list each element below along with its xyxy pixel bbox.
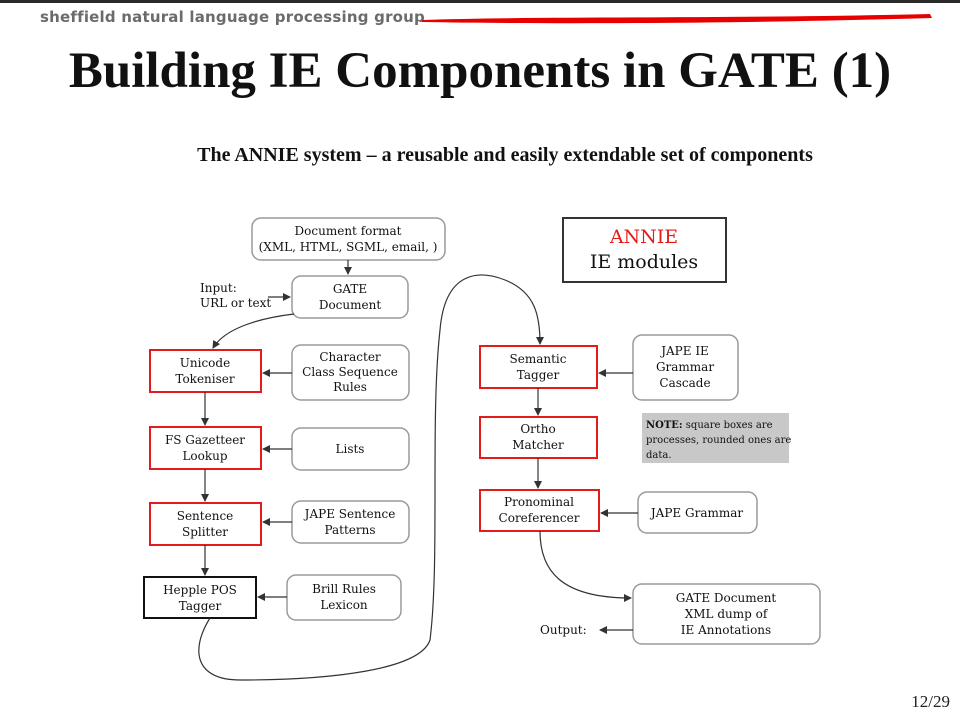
jape-ie-line1: JAPE IE [659,344,709,358]
splitter-line1: Sentence [177,509,234,523]
coreferencer-line1: Pronominal [504,495,574,509]
document-format-resource: Document format (XML, HTML, SGML, email,… [251,217,446,261]
brill-line2: Lexicon [320,598,368,612]
doc-format-label: Document format [295,224,402,238]
jape-grammar-resource: JAPE Grammar [637,491,758,534]
gazetteer-line1: FS Gazetteer [165,433,245,447]
jape-ie-line2: Grammar [656,360,714,374]
gate-output-line3: IE Annotations [681,623,771,637]
note-line1-text: square boxes are [683,420,773,431]
lists-label: Lists [336,442,365,456]
ortho-line1: Ortho [520,422,555,436]
slide-subtitle: The ANNIE system – a reusable and easily… [197,144,813,166]
top-rule [0,0,960,3]
pronominal-coreferencer-process: Pronominal Coreferencer [479,489,600,532]
lists-resource: Lists [291,427,410,471]
input-label: Input: [200,281,237,295]
slide-title: Building IE Components in GATE (1) [68,43,892,99]
legend-subtitle: IE modules [590,251,698,273]
gate-document-line2: Document [319,298,382,312]
note-line3: data. [646,450,672,461]
gate-document-resource: GATE Document [291,275,409,319]
jape-grammar-label: JAPE Grammar [649,506,744,520]
arrow-coref-to-output [539,530,632,602]
gate-output-line2: XML dump of [685,607,769,621]
header-brand: sheffield natural language processing gr… [40,8,425,26]
legend-box: ANNIE IE modules [562,217,727,283]
note-line2: processes, rounded ones are [646,435,791,446]
legend-title: ANNIE [609,226,678,248]
arrow-gatedoc-to-tokeniser [212,313,295,349]
semantic-tagger-process: Semantic Tagger [479,345,598,389]
jape-ie-line3: Cascade [659,376,710,390]
coreferencer-line2: Coreferencer [499,511,580,525]
unicode-tokeniser-process: Unicode Tokeniser [149,349,262,393]
character-rules-resource: Character Class Sequence Rules [291,344,410,401]
sentence-splitter-process: Sentence Splitter [149,502,262,546]
connectors [198,260,638,681]
note-line1: NOTE: square boxes are [646,420,773,431]
header-swoosh [422,14,932,24]
gazetteer-line2: Lookup [182,449,227,463]
page-number: 12/29 [911,692,950,711]
ortho-line2: Matcher [512,438,564,452]
brill-line1: Brill Rules [312,582,376,596]
gate-document-line1: GATE [333,282,367,296]
doc-format-types: (XML, HTML, SGML, email, ) [259,240,438,254]
jape-sentence-line1: JAPE Sentence [303,507,396,521]
semantic-tagger-line2: Tagger [517,368,560,382]
jape-sentence-line2: Patterns [324,523,375,537]
note-bold: NOTE: [646,420,683,431]
gate-output-resource: GATE Document XML dump of IE Annotations [632,583,821,645]
tokeniser-line2: Tokeniser [175,372,234,386]
semantic-tagger-line1: Semantic [510,352,567,366]
char-rules-line3: Rules [333,380,367,394]
input-label-detail: URL or text [200,296,271,310]
splitter-line2: Splitter [182,525,228,539]
gate-output-line1: GATE Document [676,591,777,605]
jape-ie-resource: JAPE IE Grammar Cascade [632,334,739,401]
char-rules-line1: Character [319,350,381,364]
gazetteer-process: FS Gazetteer Lookup [149,426,262,470]
output-label: Output: [540,623,587,637]
arrow-postagger-to-semantictagger [198,274,544,681]
pos-tagger-line2: Tagger [179,599,222,613]
note-box: NOTE: square boxes are processes, rounde… [642,413,791,463]
brill-rules-resource: Brill Rules Lexicon [286,574,402,621]
pos-tagger-line1: Hepple POS [163,583,237,597]
char-rules-line2: Class Sequence [302,365,398,379]
tokeniser-line1: Unicode [180,356,230,370]
ortho-matcher-process: Ortho Matcher [479,416,598,459]
jape-sentence-resource: JAPE Sentence Patterns [291,500,410,544]
pos-tagger-process: Hepple POS Tagger [143,576,257,619]
